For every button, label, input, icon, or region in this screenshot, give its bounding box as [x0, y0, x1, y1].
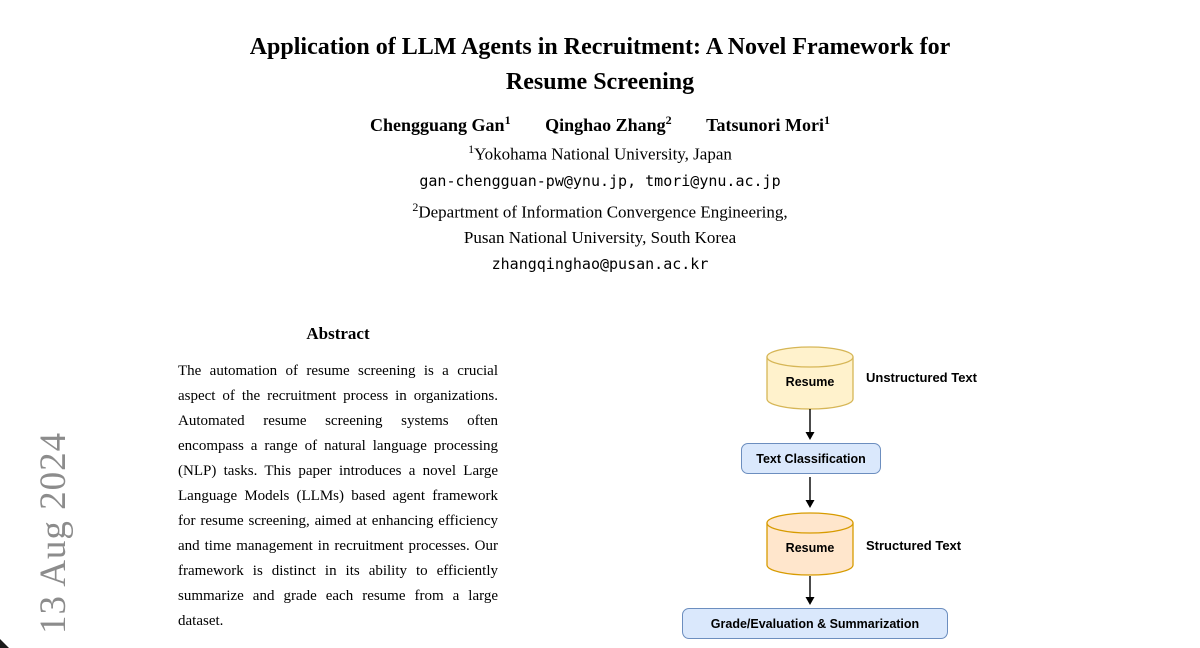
- structured-text-label: Structured Text: [866, 538, 962, 553]
- node-label-grade-evaluation: Grade/Evaluation & Summarization: [710, 616, 920, 631]
- author-1-affmark: 1: [504, 113, 511, 127]
- node-label-resume-1: Resume: [785, 375, 835, 389]
- grade-evaluation-summarization-node: Grade/Evaluation & Summarization: [682, 608, 948, 639]
- database-cylinder-icon: [766, 512, 854, 576]
- unstructured-text-label: Unstructured Text: [866, 370, 977, 385]
- title-line-1: Application of LLM Agents in Recruitment…: [249, 34, 951, 60]
- affiliation-emails-2: zhangqinghao@pusan.ac.kr: [491, 255, 709, 274]
- affiliation-2-line-2: Pusan National University, South Korea: [463, 228, 737, 248]
- abstract-heading: Abstract: [306, 324, 370, 343]
- down-arrow-icon: [805, 576, 815, 605]
- author-2: Qinghao Zhang2: [545, 113, 672, 135]
- abstract-text: The automation of resume screening is a …: [178, 363, 498, 629]
- paper-header: Application of LLM Agents in Recruitment…: [0, 30, 1200, 277]
- node-label-text-classification: Text Classification: [756, 451, 866, 466]
- node-label-resume-2: Resume: [785, 541, 835, 555]
- abstract-section: Abstract The automation of resume screen…: [178, 324, 498, 634]
- pipeline-diagram: Resume Unstructured Text Text Classifica…: [680, 340, 1020, 648]
- text-classification-node: Text Classification: [741, 443, 881, 474]
- author-3: Tatsunori Mori1: [706, 113, 830, 135]
- author-2-affmark: 2: [665, 113, 672, 127]
- author-3-affmark: 1: [823, 113, 830, 127]
- title-line-2: Resume Screening: [505, 69, 695, 95]
- arxiv-date-watermark: 13 Aug 2024: [33, 431, 74, 634]
- down-arrow-icon: [805, 477, 815, 508]
- paper-title: Application of LLM Agents in Recruitment…: [0, 30, 1200, 100]
- cropped-watermark-glyph: [0, 639, 9, 648]
- database-cylinder-icon: [766, 346, 854, 410]
- affiliation-2-line-1: 2Department of Information Convergence E…: [412, 199, 788, 222]
- author-1: Chengguang Gan1: [370, 113, 511, 135]
- down-arrow-icon: [805, 409, 815, 440]
- affiliation-1: 1Yokohama National University, Japan: [468, 142, 732, 164]
- affiliation-emails-1: gan-chengguan-pw@ynu.jp, tmori@ynu.ac.jp: [419, 171, 781, 190]
- resume-structured-cylinder: Resume: [765, 512, 855, 576]
- resume-unstructured-cylinder: Resume: [765, 346, 855, 410]
- authors-line: Chengguang Gan1 Qinghao Zhang2 Tatsunori…: [0, 113, 1200, 136]
